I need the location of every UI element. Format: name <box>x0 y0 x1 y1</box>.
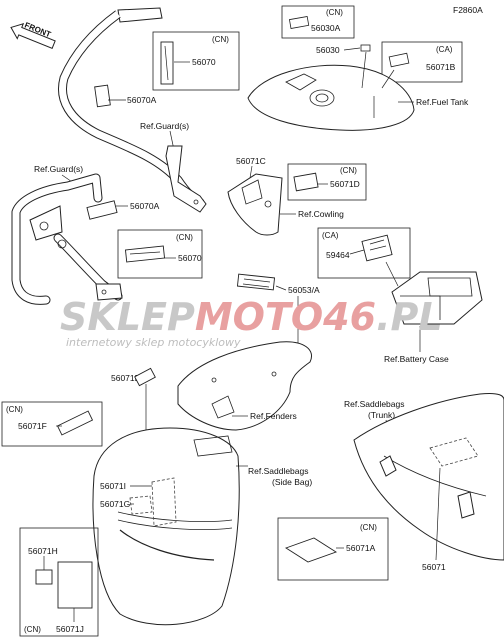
callout-box-56071b <box>381 41 463 83</box>
ref-saddlebags-side-2: (Side Bag) <box>272 477 312 487</box>
part-56071f: 56071F <box>18 421 47 431</box>
callout-56071a-cn: (CN) <box>360 523 377 532</box>
label-decal-56071e <box>134 367 156 387</box>
ref-guards-left: Ref.Guard(s) <box>34 164 83 174</box>
callout-box-56070-mid <box>117 229 203 279</box>
callout-56071f-cn: (CN) <box>6 405 23 414</box>
callout-box-56071h-j <box>19 527 99 637</box>
ref-saddlebags-trunk-1: Ref.Saddlebags <box>344 399 405 409</box>
part-56071c: 56071C <box>236 156 266 166</box>
part-56071g: 56071G <box>100 499 130 509</box>
label-decal-56030 <box>360 44 371 52</box>
part-56053a: 56053/A <box>288 285 320 295</box>
part-56030a: 56030A <box>311 23 341 33</box>
part-56070a-mid: 56070A <box>130 201 160 211</box>
callout-56030a-cn: (CN) <box>326 8 343 17</box>
watermark-brand: SKLEPMOTO46.PL <box>60 295 443 339</box>
label-decal-56071f <box>56 410 94 436</box>
label-decal-56071j <box>57 561 93 609</box>
part-56071h: 56071H <box>28 546 58 556</box>
label-decal-56070-mid <box>124 245 166 263</box>
part-56070-mid: 56070 <box>178 253 202 263</box>
callout-box-59464 <box>317 227 411 279</box>
label-decal-56071h <box>35 569 53 585</box>
part-56071d: 56071D <box>330 179 360 189</box>
part-56070-top: 56070 <box>192 57 216 67</box>
callout-box-56030a <box>281 5 355 39</box>
ref-cowling: Ref.Cowling <box>298 209 344 219</box>
part-56071e: 56071E <box>111 373 141 383</box>
part-56071b: 56071B <box>426 62 456 72</box>
fender <box>177 341 312 431</box>
ref-fuel-tank: Ref.Fuel Tank <box>416 97 469 107</box>
battery-case <box>391 271 483 325</box>
part-56071a: 56071A <box>346 543 376 553</box>
part-59464: 59464 <box>326 250 350 260</box>
label-decal-56053a <box>236 273 276 291</box>
guard-bracket <box>165 145 207 213</box>
ref-saddlebags-side-1: Ref.Saddlebags <box>248 466 309 476</box>
crash-guard-left <box>11 173 123 305</box>
part-56071-trunk: 56071 <box>422 562 446 572</box>
label-decal-56030a <box>288 16 310 29</box>
saddlebag-side <box>92 427 240 626</box>
cowling <box>227 173 283 236</box>
callout-56070-mid-cn: (CN) <box>176 233 193 242</box>
fuel-tank <box>247 64 415 131</box>
label-decal-56071g <box>129 495 153 515</box>
part-56030: 56030 <box>316 45 340 55</box>
label-decal-56070-top <box>160 41 174 85</box>
label-decal-56071i <box>151 477 177 527</box>
callout-56070-top-cn: (CN) <box>212 35 229 44</box>
saddlebag-trunk <box>353 393 504 561</box>
label-decal-56071b <box>388 52 410 68</box>
callout-56071j-cn: (CN) <box>24 625 41 634</box>
label-decal-56071d <box>293 172 319 192</box>
callout-box-56070-top <box>152 31 240 91</box>
front-arrow-icon <box>10 22 56 50</box>
ref-fenders: Ref.Fenders <box>250 411 297 421</box>
callout-56071d-cn: (CN) <box>340 166 357 175</box>
part-56070a-top: 56070A <box>127 95 157 105</box>
ref-saddlebags-trunk-2: (Trunk) <box>368 410 395 420</box>
part-56071i: 56071I <box>100 481 126 491</box>
callout-56071b-ca: (CA) <box>436 45 453 54</box>
part-56071j: 56071J <box>56 624 84 634</box>
callout-box-56071d <box>287 163 367 201</box>
ref-battery-case: Ref.Battery Case <box>384 354 449 364</box>
callout-box-56071a <box>277 517 389 581</box>
watermark-tagline: internetowy sklep motocyklowy <box>66 336 241 349</box>
ref-guards-top: Ref.Guard(s) <box>140 121 189 131</box>
label-decal-56071a <box>284 537 338 563</box>
label-decal-56070a-mid <box>86 200 118 220</box>
callout-box-56071f <box>1 401 103 447</box>
watermark: SKLEPMOTO46.PL internetowy sklep motocyk… <box>60 295 443 349</box>
guard-top-bar <box>117 7 163 23</box>
label-decal-56070a-top <box>94 84 111 108</box>
figure-code: F2860A <box>453 5 483 15</box>
callout-59464-ca: (CA) <box>322 231 339 240</box>
